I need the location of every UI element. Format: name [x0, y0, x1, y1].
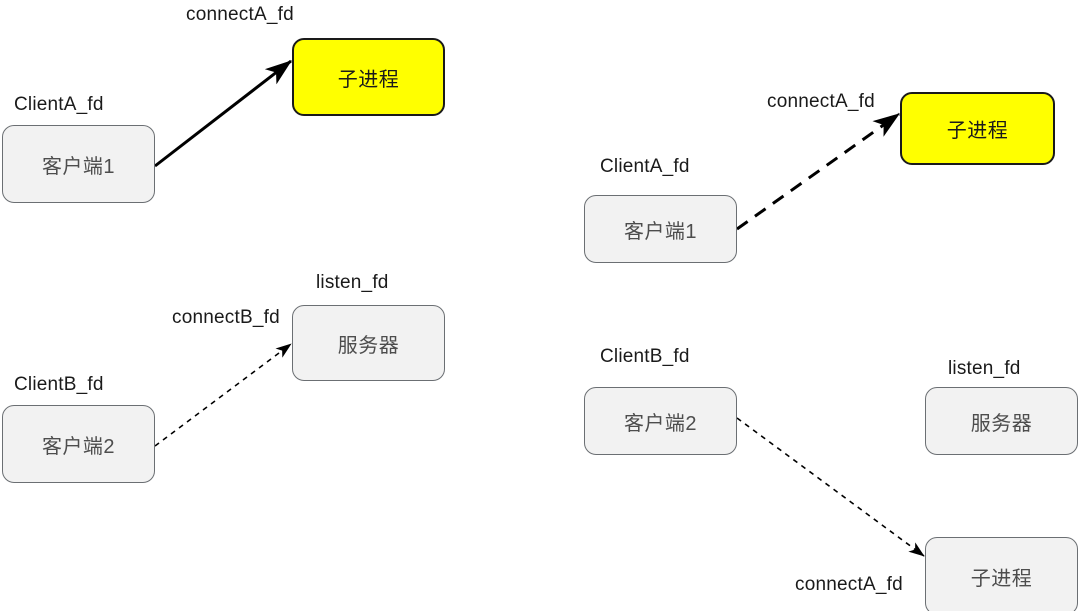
node-client2-right[interactable]: 客户端2 — [584, 387, 737, 455]
node-text: 客户端2 — [623, 412, 698, 435]
node-childproc-right[interactable]: 子进程 — [900, 92, 1055, 165]
edge-label-connectb_fd: connectB_fd — [172, 307, 280, 328]
node-text: 客户端1 — [623, 220, 698, 243]
node-text: 子进程 — [946, 120, 1009, 142]
node-text: 客户端2 — [41, 435, 116, 458]
label-clientB-fd-left: ClientB_fd — [14, 374, 104, 395]
node-server-right[interactable]: 服务器 — [925, 387, 1078, 455]
node-text: 服务器 — [970, 412, 1033, 435]
node-text: 服务器 — [337, 334, 400, 357]
label-listen-fd-right: listen_fd — [948, 358, 1021, 379]
label-clientB-fd-right: ClientB_fd — [600, 346, 690, 367]
node-client1-left[interactable]: 客户端1 — [2, 125, 155, 203]
edge-client1-to-child-left — [154, 59, 292, 168]
edge-client1-to-child-right — [736, 112, 900, 231]
edge-client2-to-child2-right — [736, 417, 925, 557]
label-clientA-fd-left: ClientA_fd — [14, 94, 104, 115]
node-client2-left[interactable]: 客户端2 — [2, 405, 155, 483]
node-childproc-left[interactable]: 子进程 — [292, 38, 445, 116]
node-text: 子进程 — [970, 567, 1033, 590]
node-text: 客户端1 — [41, 155, 116, 178]
label-listen-fd-left: listen_fd — [316, 272, 389, 293]
node-client1-right[interactable]: 客户端1 — [584, 195, 737, 263]
edge-label-connecta_fd: connectA_fd — [767, 91, 875, 112]
node-server-left[interactable]: 服务器 — [292, 305, 445, 381]
edge-client2-to-server-left — [154, 343, 292, 447]
edge-label-connecta_fd: connectA_fd — [186, 4, 294, 25]
label-clientA-fd-right: ClientA_fd — [600, 156, 690, 177]
node-childproc2-right[interactable]: 子进程 — [925, 537, 1078, 611]
edge-label-connecta_fd: connectA_fd — [795, 574, 903, 595]
node-text: 子进程 — [337, 68, 400, 91]
